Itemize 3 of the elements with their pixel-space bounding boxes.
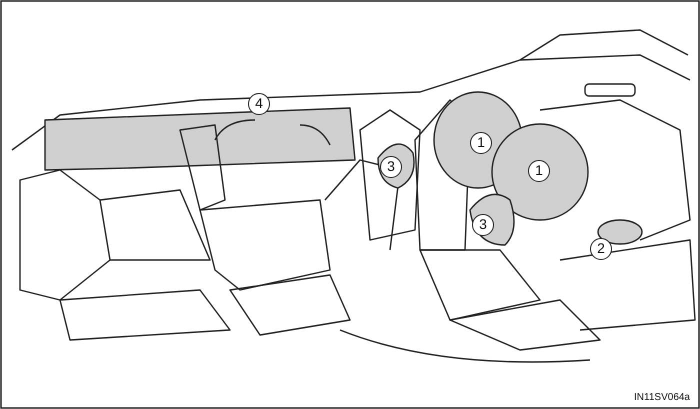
figure-code: IN11SV064a: [634, 392, 690, 403]
callout-number: 2: [590, 238, 612, 260]
callout-number: 4: [248, 93, 270, 115]
